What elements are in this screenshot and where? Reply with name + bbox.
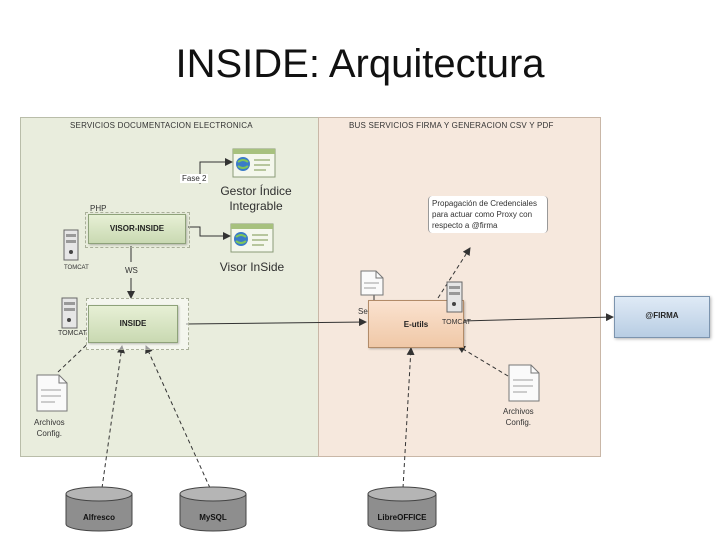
- alfresco-label: Alfresco: [82, 513, 115, 522]
- arrow-to-visor: [188, 226, 231, 240]
- eutils-text: E-utils: [403, 320, 429, 329]
- fase2-label: Fase 2: [180, 174, 209, 183]
- mysql-label: MySQL: [199, 513, 227, 522]
- database-icon: [367, 486, 437, 532]
- tomcat-inside-label: TOMCAT: [58, 330, 87, 337]
- arrow-alfresco-inside: [101, 345, 125, 489]
- web-app-icon: [230, 223, 274, 253]
- credentials-note: Propagación de Credenciales para actuar …: [428, 196, 548, 233]
- ws-label: WS: [125, 266, 138, 275]
- server-icon: [61, 297, 78, 329]
- gestor-line: Gestor Índice Integrable: [220, 184, 292, 213]
- document-icon: [360, 270, 384, 296]
- php-label: PHP: [90, 204, 107, 213]
- database-icon: [65, 486, 133, 532]
- inside-box: INSIDE: [88, 305, 178, 343]
- visor-container: [85, 212, 190, 248]
- visor-inside-box: VISOR-INSIDE: [88, 214, 186, 244]
- firma-text: @FIRMA: [645, 311, 679, 320]
- server-icon: [446, 281, 463, 313]
- arrow-config-eutils: [457, 345, 509, 377]
- libreoffice-label: LibreOFFICE: [377, 513, 427, 522]
- archivos-config-right-label: Archivos Config.: [503, 407, 534, 427]
- panel-left-header: SERVICIOS DOCUMENTACION ELECTRONICA: [70, 121, 253, 130]
- inside-text: INSIDE: [119, 319, 147, 328]
- document-icon: [508, 364, 540, 402]
- arrow-inside-eutils: [185, 318, 367, 327]
- arrow-eutils-note: [437, 247, 471, 299]
- tomcat-eutils-label: TOMCAT: [442, 319, 471, 326]
- sello-label: Sello: [358, 307, 376, 316]
- web-app-icon: [232, 148, 276, 178]
- arrow-mysql-inside: [145, 345, 211, 489]
- document-icon: [36, 374, 68, 412]
- page-title: INSIDE: Arquitectura: [175, 42, 545, 86]
- archivos-config-left-label: Archivos Config.: [34, 418, 65, 438]
- arrow-eutils-firma: [461, 313, 614, 322]
- visor-inside-app-label: Visor InSide: [219, 260, 285, 274]
- database-icon: [179, 486, 247, 532]
- panel-right-header: BUS SERVICIOS FIRMA Y GENERACION CSV Y P…: [349, 121, 554, 130]
- tomcat-small-label: TOMCAT: [64, 265, 89, 271]
- gestor-label: Gestor Índice Integrable: [214, 184, 298, 214]
- server-icon: [63, 229, 79, 261]
- visor-inside-text: VISOR-INSIDE: [109, 224, 165, 233]
- arrow-libreoffice-eutils: [402, 347, 415, 489]
- firma-box: @FIRMA: [614, 296, 710, 338]
